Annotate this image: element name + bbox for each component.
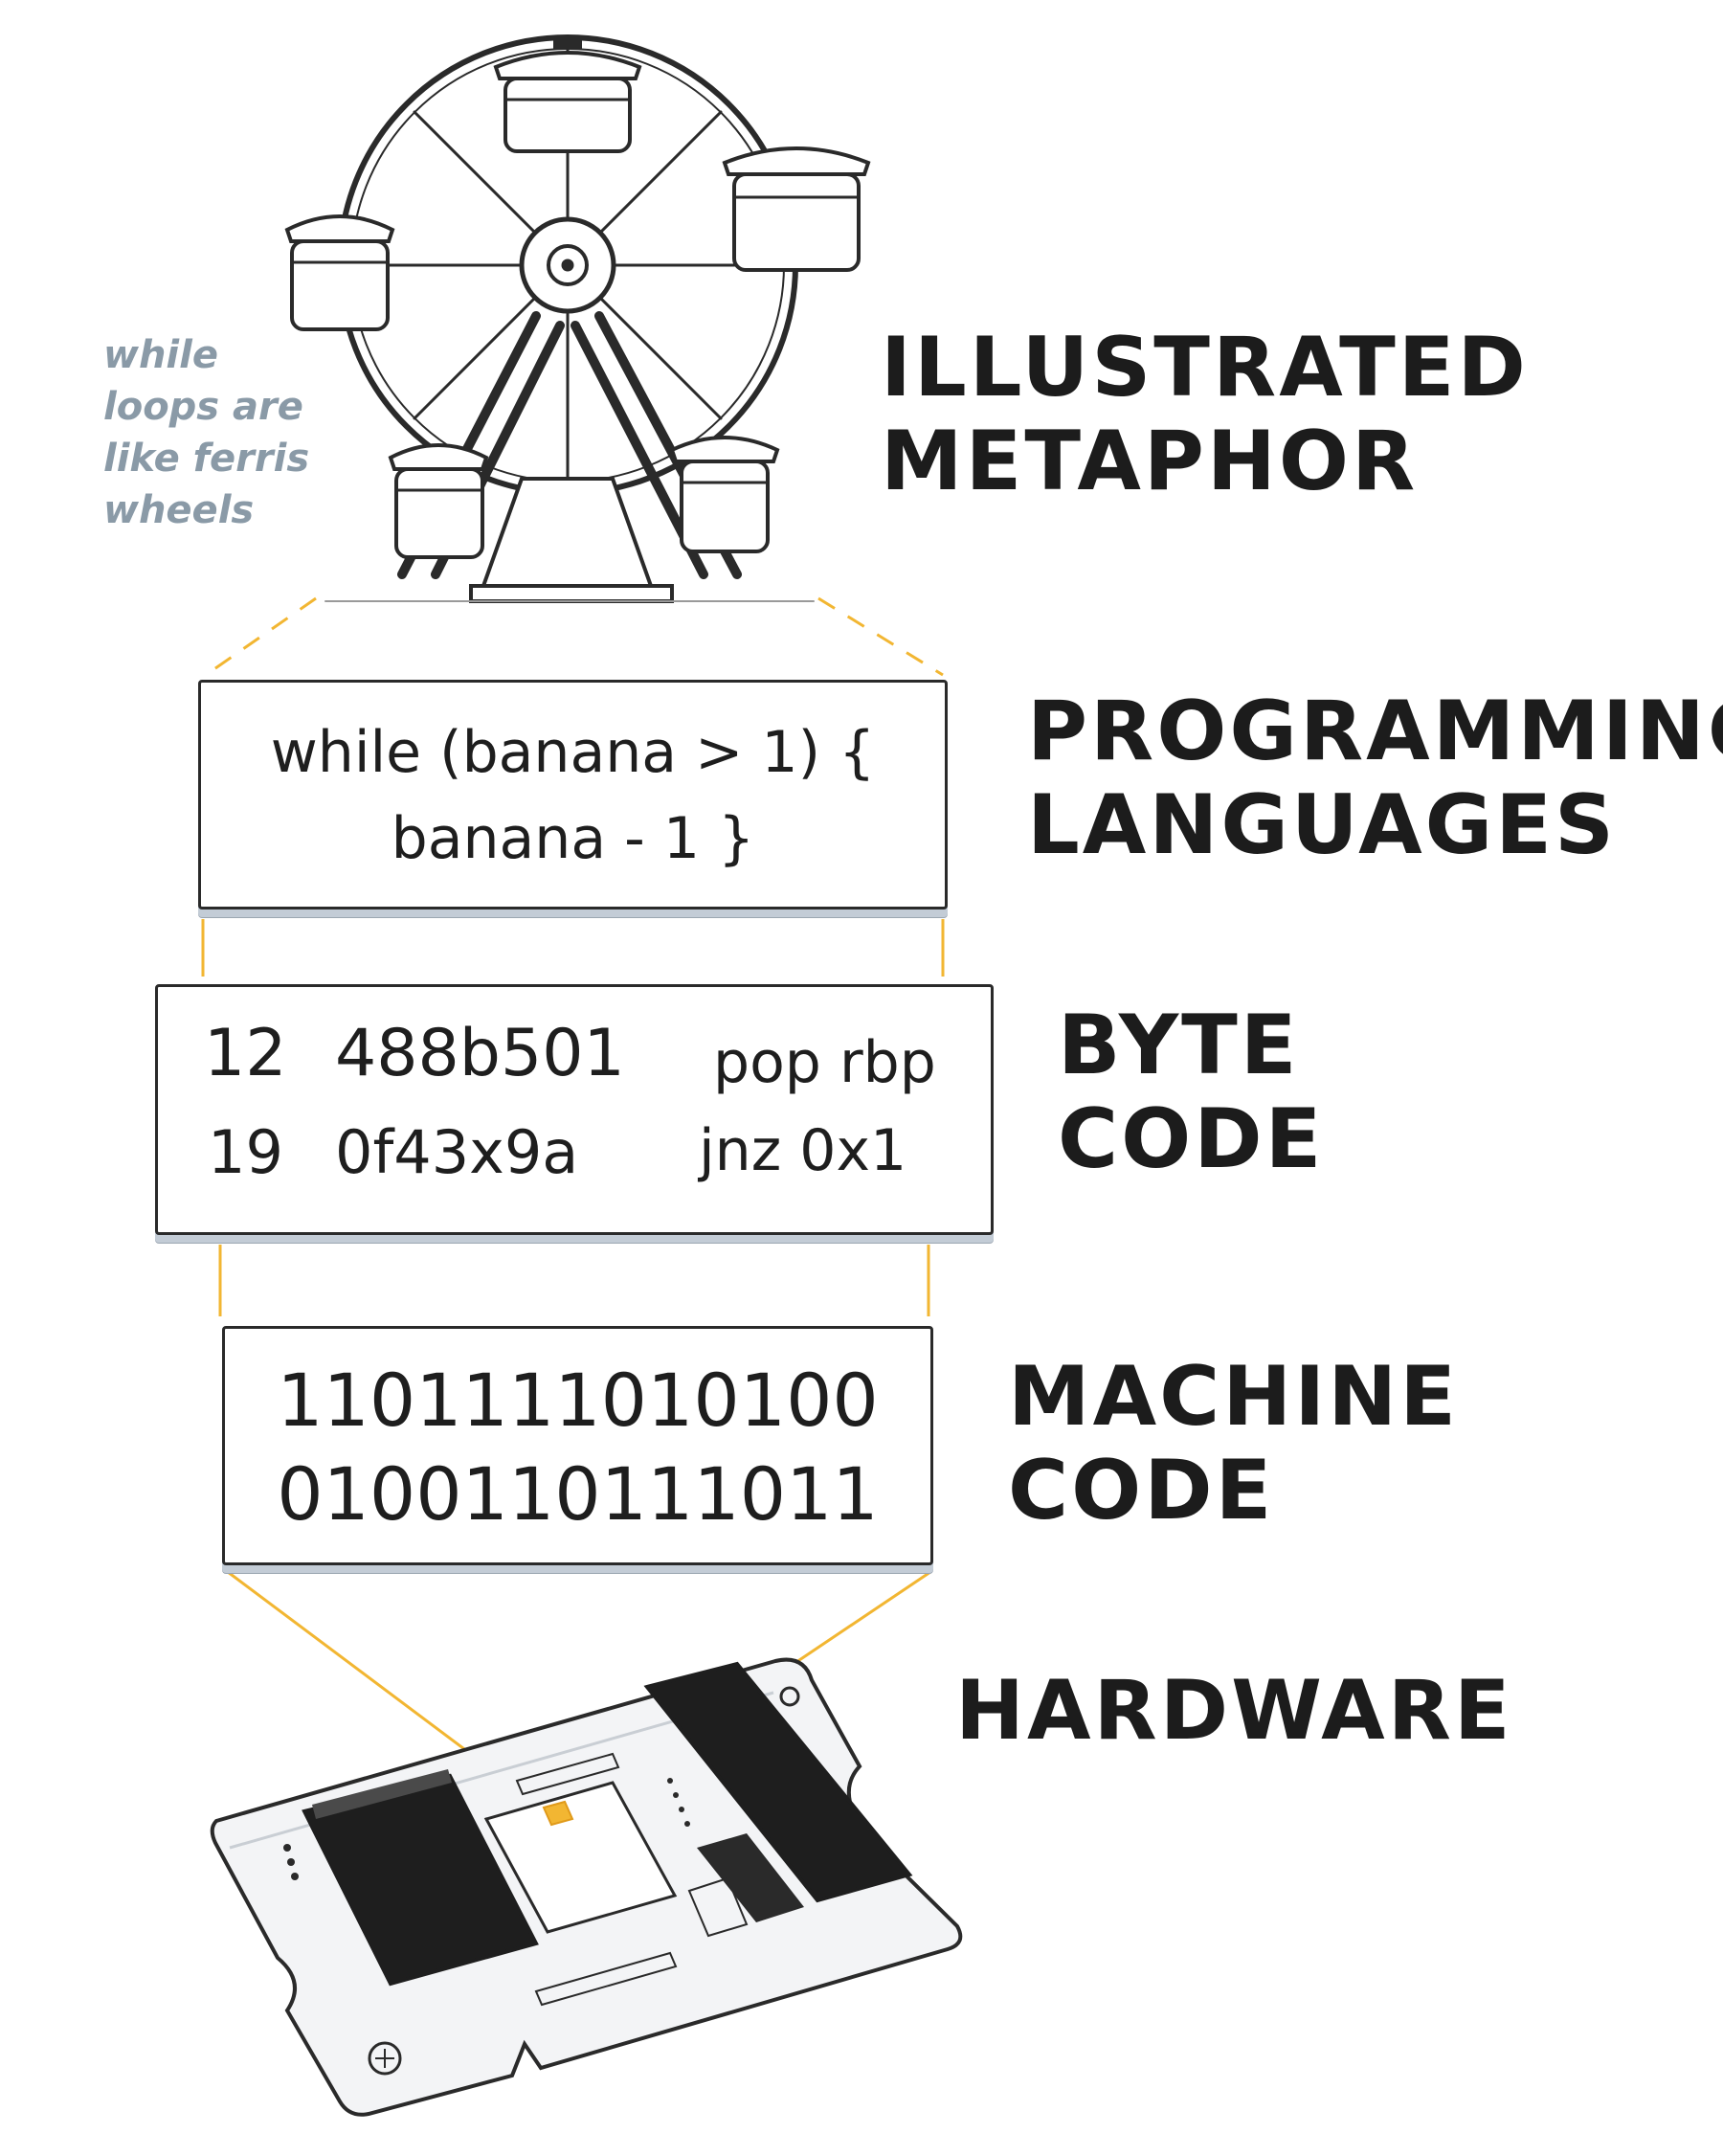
connector-metaphor-right [817, 596, 944, 677]
heading-programming-languages: PROGRAMMING LANGUAGES [1027, 685, 1723, 872]
heading-line: METAPHOR [881, 414, 1419, 510]
code-line: banana - 1 } [391, 805, 755, 872]
heading-line: CODE [1008, 1443, 1275, 1539]
byte-code-number: 19 [208, 1117, 283, 1187]
gondola-left [284, 214, 395, 331]
side-note-line: like ferris [103, 437, 310, 481]
heading-machine-code: MACHINE CODE [1008, 1350, 1459, 1538]
byte-code-number: 12 [204, 1016, 287, 1091]
heading-byte-code: BYTE CODE [1058, 999, 1324, 1186]
machine-code-line: 1101111010100 [277, 1358, 879, 1443]
circuit-board-icon [210, 1657, 963, 2117]
machine-code-line: 0100110111011 [277, 1451, 879, 1537]
heading-line: HARDWARE [955, 1663, 1513, 1759]
machine-code-box: 1101111010100 0100110111011 [222, 1326, 933, 1565]
side-note-line: while [103, 333, 218, 377]
heading-line: PROGRAMMING [1027, 684, 1723, 779]
programming-language-box: while (banana > 1) { banana - 1 } [198, 680, 948, 910]
ferris-wheel-icon [284, 34, 871, 603]
heading-line: CODE [1058, 1091, 1325, 1188]
gondola-bottom-right [669, 436, 780, 553]
gondola-right [722, 146, 871, 272]
byte-code-asm: jnz 0x1 [699, 1117, 907, 1184]
heading-illustrated-metaphor: ILLUSTRATED METAPHOR [881, 321, 1529, 508]
heading-line: MACHINE [1008, 1349, 1459, 1445]
side-note-line: loops are [103, 385, 303, 429]
heading-hardware: HARDWARE [955, 1664, 1513, 1758]
byte-code-asm: pop rbp [713, 1029, 936, 1096]
byte-code-hex: 0f43x9a [335, 1117, 579, 1187]
heading-line: LANGUAGES [1027, 777, 1617, 874]
connector-metaphor-left [205, 596, 317, 677]
gondola-bottom-left [388, 443, 489, 559]
byte-code-box: 12 488b501 pop rbp 19 0f43x9a jnz 0x1 [155, 984, 994, 1235]
code-line: while (banana > 1) { [270, 719, 876, 786]
heading-line: ILLUSTRATED [881, 320, 1529, 415]
byte-code-hex: 488b501 [335, 1016, 625, 1091]
heading-line: BYTE [1058, 998, 1300, 1093]
gondola-top [493, 36, 642, 153]
side-note-line: wheels [103, 488, 255, 532]
